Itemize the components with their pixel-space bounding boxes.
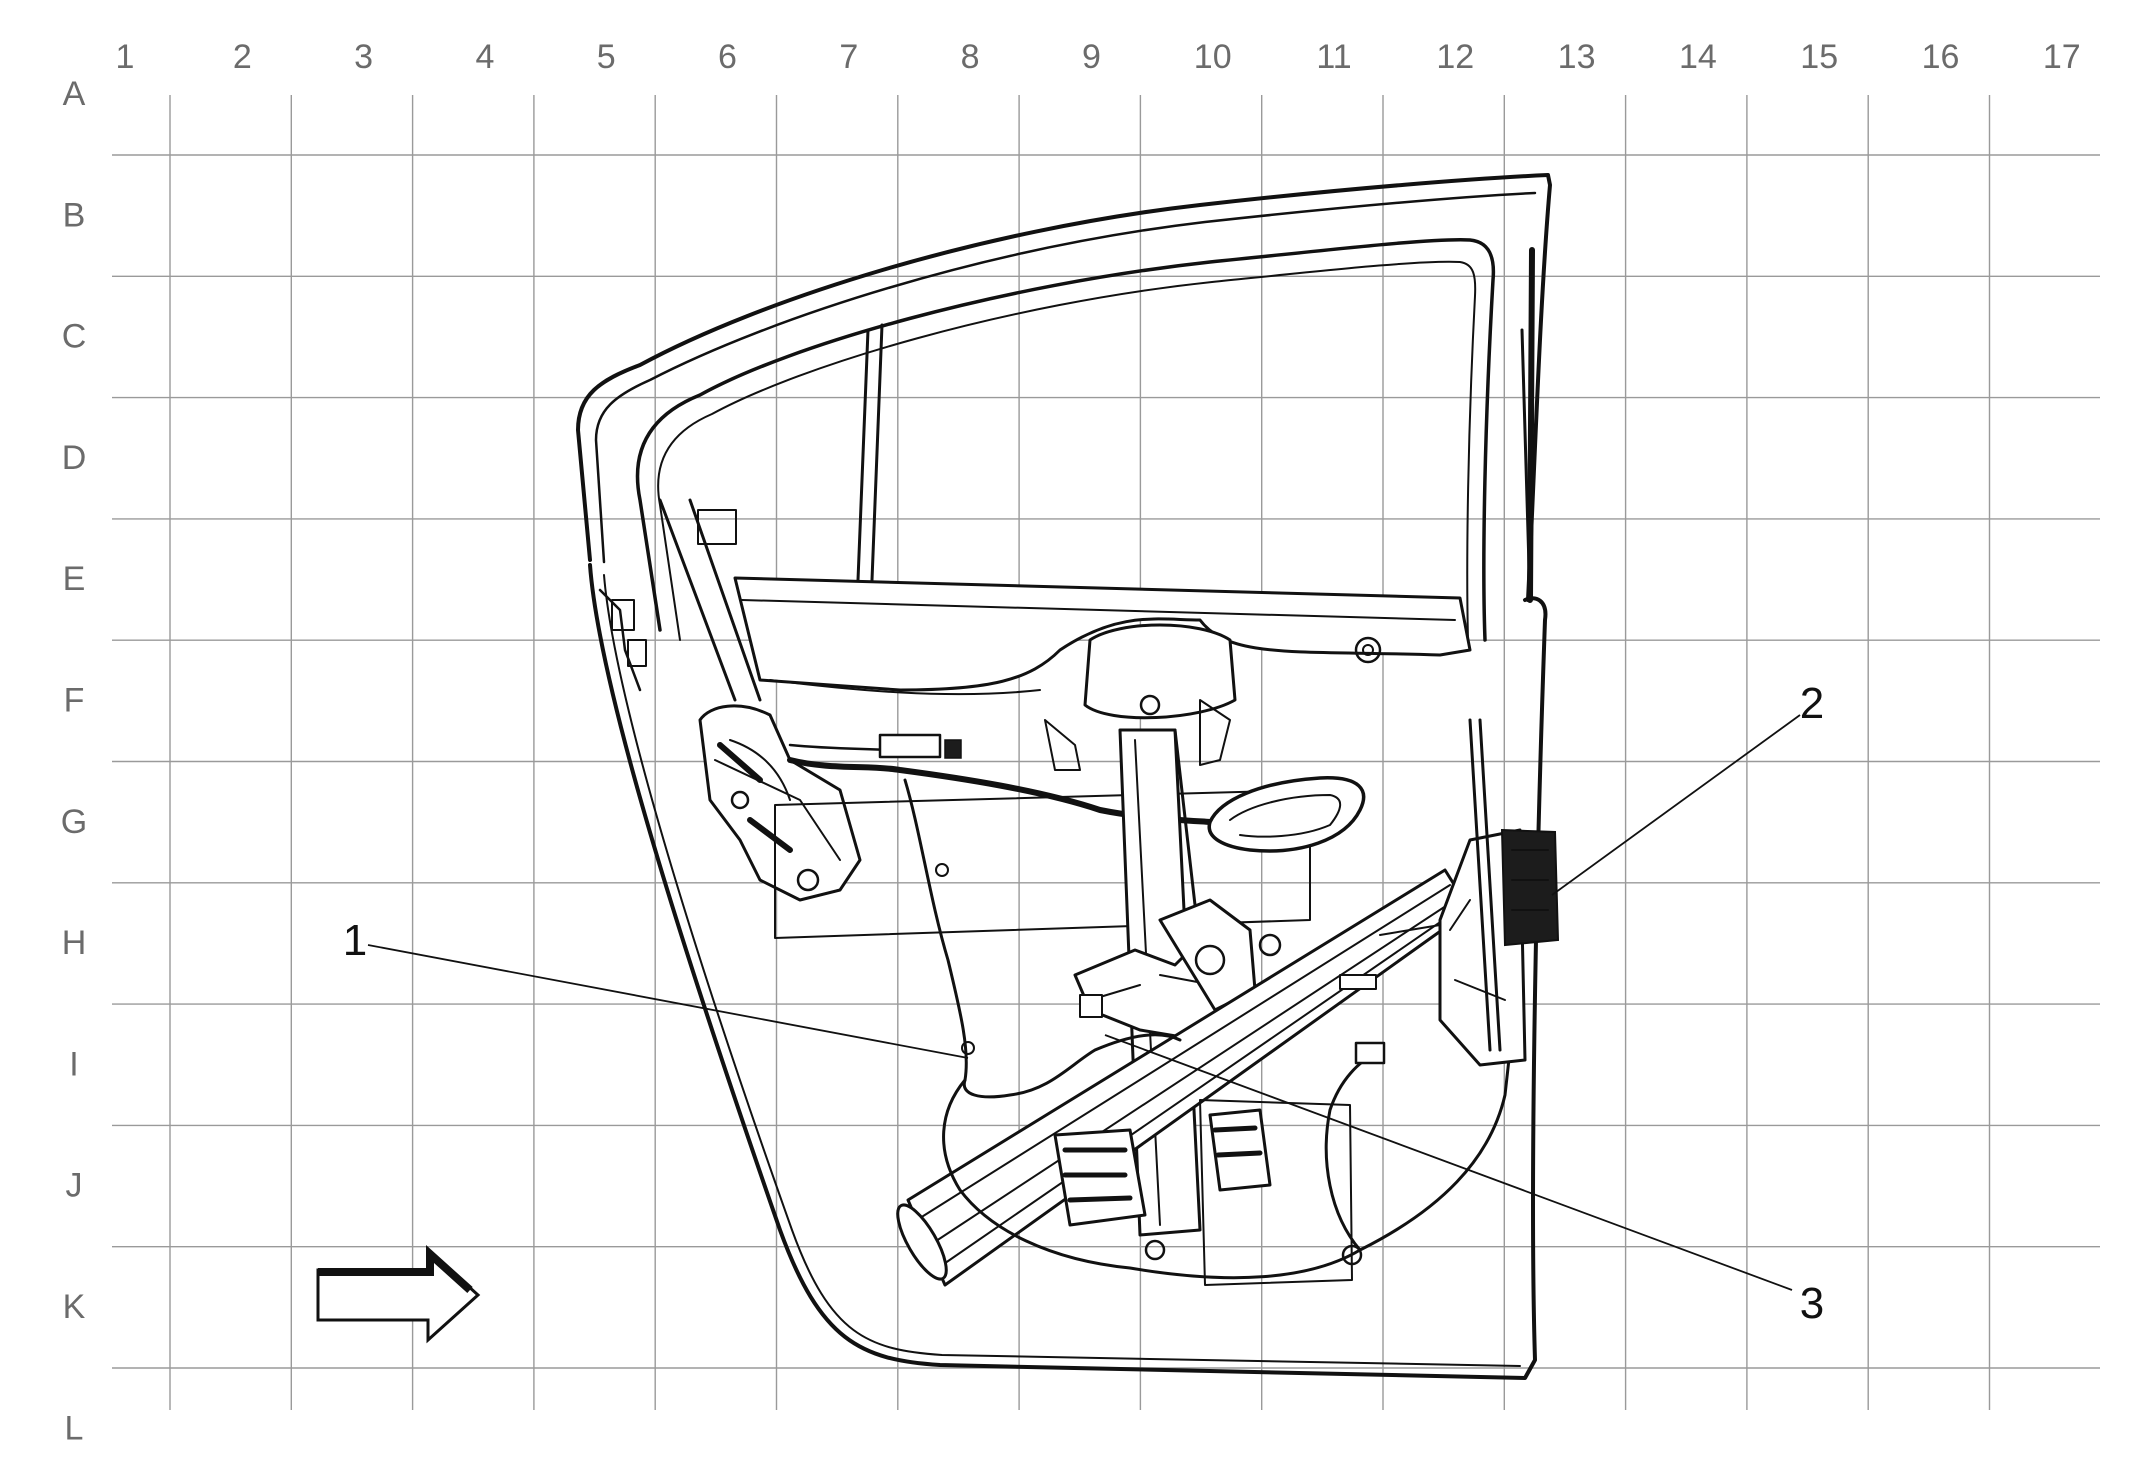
leader-line-2	[1551, 714, 1801, 896]
waist-belt-rail	[733, 576, 1472, 692]
grid-column-label: 1	[116, 38, 135, 76]
rear-hinge-bracket	[1339, 718, 1560, 1067]
window-glass-opening	[635, 238, 1496, 642]
grid-row-label: G	[61, 803, 87, 841]
callout-1: 1	[343, 916, 367, 965]
grid-row-label: A	[63, 75, 86, 113]
grid-column-label: 17	[2043, 38, 2081, 76]
grid-column-label: 8	[961, 38, 980, 76]
grid-column-label: 15	[1800, 38, 1838, 76]
grid-column-label: 14	[1679, 38, 1717, 76]
grid-row-label: K	[63, 1288, 86, 1326]
grid-column-label: 12	[1436, 38, 1474, 76]
callout-2: 2	[1800, 679, 1824, 728]
lower-wiring-harness	[903, 778, 1182, 1099]
window-frame-outer	[576, 173, 1552, 602]
grid-row-label: L	[65, 1409, 84, 1447]
grid-column-label: 16	[1922, 38, 1960, 76]
grid-row-label: I	[69, 1045, 78, 1083]
grid-column-label: 9	[1082, 38, 1101, 76]
grid-column-label: 13	[1558, 38, 1596, 76]
grid-row-label: J	[66, 1167, 83, 1205]
grid-column-label: 7	[839, 38, 858, 76]
right-arrow-icon	[316, 1245, 481, 1344]
grid-row-label: F	[64, 682, 85, 720]
callout-3: 3	[1800, 1279, 1824, 1328]
callout-leaders	[367, 714, 1801, 1291]
interior-door-handle	[1207, 776, 1366, 853]
grid-row-label: H	[62, 924, 87, 962]
grid-column-label: 3	[354, 38, 373, 76]
door-lock-actuator	[698, 704, 862, 902]
grid-row-label: C	[62, 318, 87, 356]
door-outer-outline	[588, 563, 1548, 1380]
rear-door-assembly	[576, 173, 1560, 1380]
leader-line-1	[367, 944, 969, 1059]
grid-column-label: 4	[475, 38, 494, 76]
grid-column-label: 2	[233, 38, 252, 76]
grid-column-label: 6	[718, 38, 737, 76]
grid-row-label: E	[63, 560, 86, 598]
grid-column-label: 5	[597, 38, 616, 76]
window-motor	[1073, 898, 1282, 1042]
grid-row-label: B	[63, 196, 86, 234]
leader-line-3	[1104, 1034, 1793, 1291]
grid-column-label: 10	[1194, 38, 1232, 76]
grid-row-labels: A B C D E F G H I J K L	[61, 75, 87, 1447]
grid-row-label: D	[62, 439, 87, 477]
lower-regulator-carriers	[1053, 1108, 1272, 1227]
grid-column-label: 11	[1316, 38, 1351, 76]
